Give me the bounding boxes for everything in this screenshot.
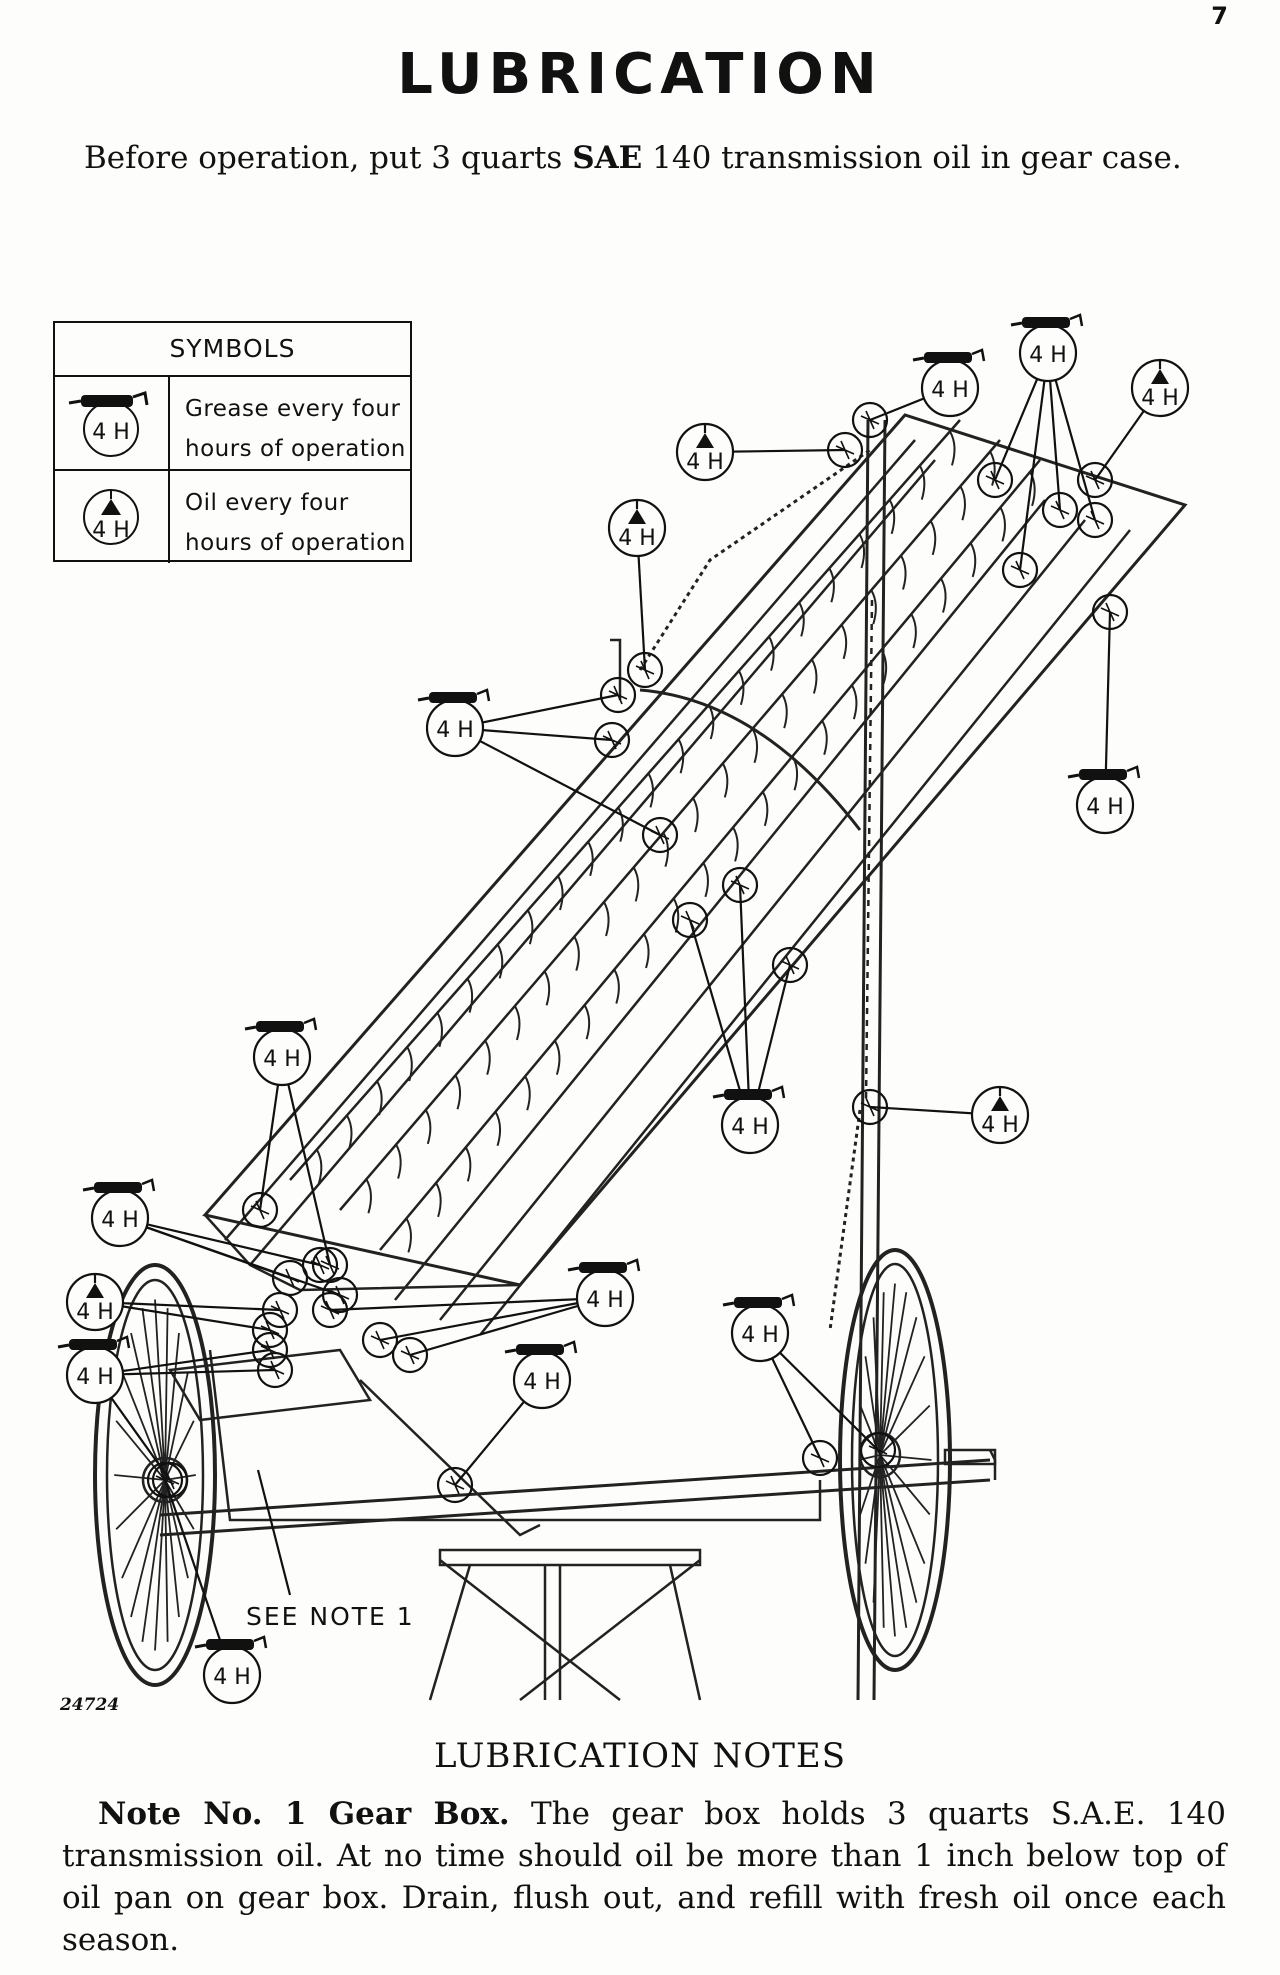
oil-can-icon: 4 H (55, 469, 170, 563)
callout-label: 4 H (586, 1288, 624, 1313)
grease-gun-icon (722, 1293, 796, 1308)
callout-label: 4 H (981, 1113, 1019, 1138)
grease-callout-8: 4 H (671, 866, 809, 1155)
callout-label: 4 H (686, 450, 724, 475)
grease-gun-icon (1067, 765, 1141, 780)
grease-gun-icon: 4 H (55, 375, 170, 469)
callout-label: 4 H (1086, 795, 1124, 820)
oil-can-icon (991, 1087, 1009, 1111)
legend-oil-desc: Oil every four hours of operation (185, 483, 406, 563)
see-note-label: SEE NOTE 1 (246, 1602, 415, 1631)
grease-callout-14: 4 H (722, 1293, 897, 1477)
legend-grease-line1: Grease every four (185, 396, 401, 422)
grease-callout-1: 4 H (851, 348, 986, 439)
legend-row-oil: 4 H Oil every four hours of operation (55, 469, 410, 563)
grease-gun-icon (504, 1340, 578, 1355)
grease-gun-icon (57, 1335, 131, 1350)
oil-can-icon (696, 424, 714, 448)
grease-gun-icon (1010, 313, 1084, 328)
grease-callout-6: 4 H (1067, 593, 1141, 835)
grease-gun-icon (712, 1085, 786, 1100)
callout-label: 4 H (76, 1365, 114, 1390)
callout-label: 4 H (731, 1115, 769, 1140)
oil-can-icon (86, 1274, 104, 1298)
grease-callout-0: 4 H (976, 313, 1114, 589)
note-1-text: The gear box holds 3 quarts S.A.E. 140 t… (62, 1796, 1226, 1958)
legend-grease-label: 4 H (92, 420, 130, 445)
grease-gun-icon (194, 1635, 268, 1650)
callout-label: 4 H (436, 718, 474, 743)
grease-gun-icon (912, 348, 986, 363)
legend-oil-line1: Oil every four (185, 490, 349, 516)
page-title: LUBRICATION (397, 42, 883, 107)
figure-id: 24724 (60, 1695, 120, 1715)
legend-grease-desc: Grease every four hours of operation (185, 389, 406, 469)
callout-label: 4 H (1029, 343, 1067, 368)
symbols-legend: SYMBOLS 4 H Grease every four hours of o… (53, 321, 412, 563)
grease-callout-7: 4 H (241, 1017, 349, 1284)
oil-callout-4: 4 H (607, 498, 667, 689)
intro-bold: SAE (572, 140, 643, 176)
legend-row-grease: 4 H Grease every four hours of operation (55, 375, 410, 471)
grease-gun-icon (567, 1258, 641, 1273)
grease-gun-icon (244, 1017, 318, 1032)
callout-label: 4 H (101, 1208, 139, 1233)
grease-gun-icon (417, 688, 491, 703)
oil-can-icon (628, 500, 646, 524)
callout-label: 4 H (741, 1323, 779, 1348)
grease-callout-16: 4 H (146, 1461, 268, 1705)
grease-callout-13: 4 H (311, 1258, 641, 1374)
oil-can-icon (1151, 360, 1169, 384)
callout-label: 4 H (263, 1047, 301, 1072)
oil-callout-9: 4 H (851, 1085, 1030, 1145)
note-1: Note No. 1 Gear Box. The gear box holds … (62, 1793, 1226, 1961)
callout-label: 4 H (213, 1665, 251, 1690)
legend-grease-line2: hours of operation (185, 436, 406, 462)
grease-callout-10: 4 H (82, 1178, 359, 1314)
callout-label: 4 H (931, 378, 969, 403)
callout-label: 4 H (1141, 386, 1179, 411)
intro-prefix: Before operation, put 3 quarts (84, 140, 573, 176)
oil-callout-2: 4 H (1076, 358, 1190, 499)
grease-gun-icon (82, 1178, 156, 1193)
intro-text: Before operation, put 3 quarts SAE 140 t… (84, 140, 1224, 176)
grease-callout-5: 4 H (417, 676, 679, 854)
note-1-title: Note No. 1 Gear Box. (98, 1796, 510, 1832)
notes-heading: LUBRICATION NOTES (433, 1736, 847, 1776)
oil-callout-3: 4 H (675, 422, 864, 482)
callout-label: 4 H (618, 526, 656, 551)
callout-label: 4 H (523, 1370, 561, 1395)
intro-suffix: 140 transmission oil in gear case. (642, 140, 1182, 176)
hay-rake-drawing (93, 413, 1188, 1701)
legend-oil-line2: hours of operation (185, 530, 406, 556)
grease-callout-12: 4 H (57, 1331, 294, 1499)
page-number: 7 (1211, 2, 1228, 30)
legend-oil-label: 4 H (92, 518, 130, 543)
callout-label: 4 H (76, 1300, 114, 1325)
legend-title: SYMBOLS (55, 323, 410, 377)
oil-callout-11: 4 H (65, 1272, 299, 1349)
grease-callout-15: 4 H (436, 1340, 578, 1504)
